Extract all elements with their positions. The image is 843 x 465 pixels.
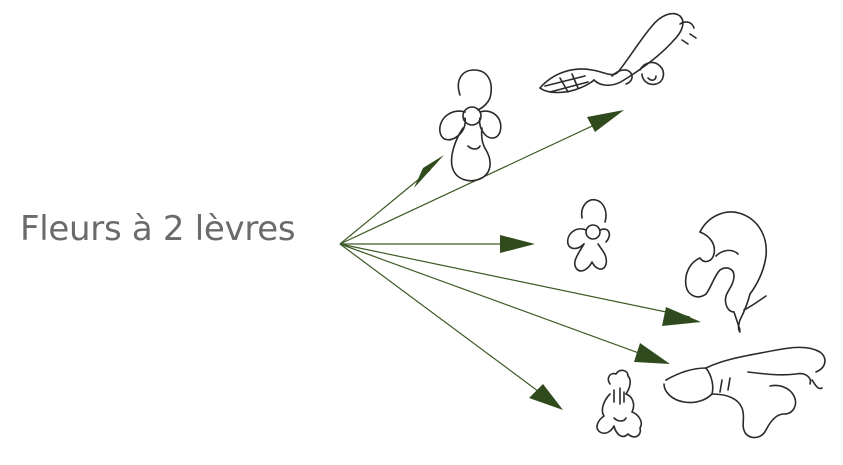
arrow-line-4 [339,243,691,318]
flower-sketch-side-view-wide [663,346,826,439]
flower-sketch-small-upright [596,369,643,438]
flower-sketch-side-view-long [539,12,697,94]
arrowhead-5 [634,343,670,364]
arrow-line-2 [339,119,606,245]
diagram-label: Fleurs à 2 lèvres [20,209,296,249]
arrow-line-5 [339,243,659,361]
arrow-line-1 [339,169,431,245]
arrow-lines [339,119,691,401]
flower-sketch-hooded [684,211,767,333]
arrowhead-3 [500,235,535,253]
arrow-line-6 [339,243,551,401]
arrowhead-2 [587,110,624,132]
arrowhead-4 [662,307,701,326]
arrow-heads [414,110,701,410]
arrowhead-6 [529,384,563,410]
arrowhead-1 [414,155,444,188]
flower-sketch-front-view [439,69,502,182]
flower-sketch-small-front [566,198,611,272]
